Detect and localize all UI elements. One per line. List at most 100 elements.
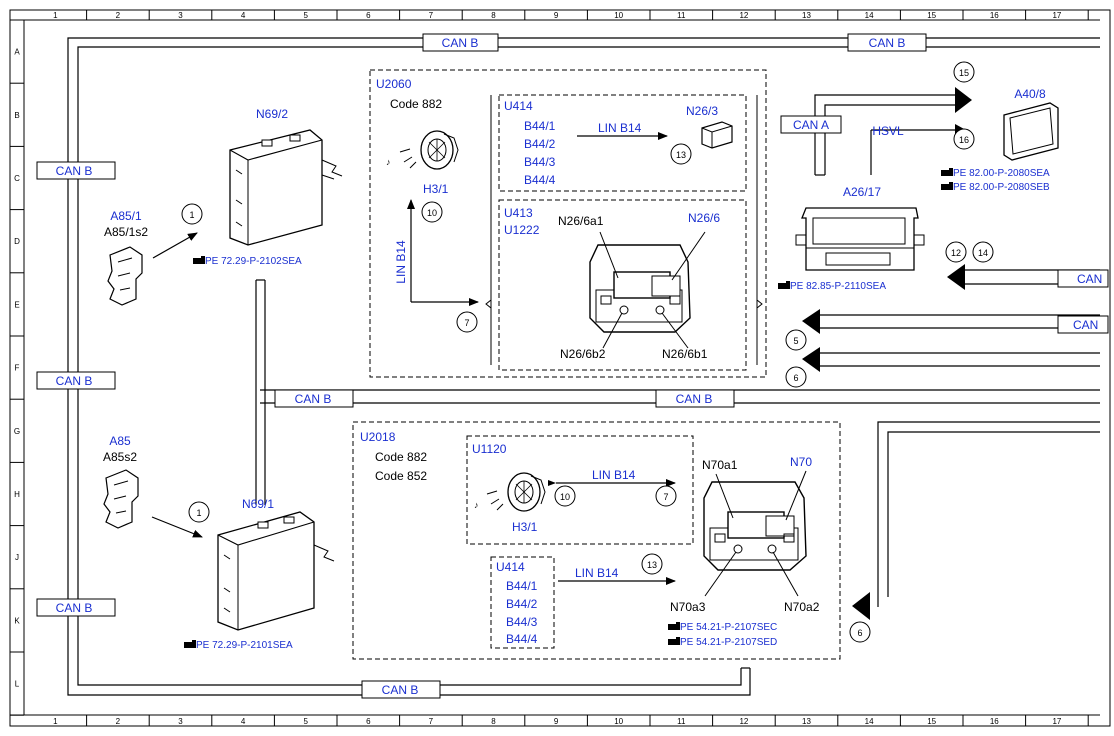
column-label: 4 <box>241 11 246 20</box>
svg-text:7: 7 <box>464 318 469 328</box>
column-label: 8 <box>491 717 496 726</box>
svg-text:N26/6b1: N26/6b1 <box>662 347 708 361</box>
svg-text:♪: ♪ <box>474 500 479 510</box>
column-label: 3 <box>178 11 183 20</box>
svg-text:B44/4: B44/4 <box>506 632 538 646</box>
column-label: 17 <box>1052 717 1061 726</box>
column-label: 5 <box>303 717 308 726</box>
ref-a40-8-a: PE 82.00-P-2080SEA <box>953 168 1050 179</box>
svg-text:N70: N70 <box>790 455 812 469</box>
n69-1-module: N69/1 PE 72.29-P-2101SEA <box>196 497 335 651</box>
row-label: J <box>15 553 19 562</box>
horn-h3-1-lower: ♪ H3/1 <box>474 472 546 534</box>
svg-text:H3/1: H3/1 <box>423 182 449 196</box>
column-label: 7 <box>429 11 434 20</box>
column-label: 11 <box>677 11 686 20</box>
svg-text:U1222: U1222 <box>504 223 540 237</box>
row-label: G <box>14 427 20 436</box>
svg-text:12: 12 <box>951 248 961 258</box>
svg-text:B44/2: B44/2 <box>506 597 538 611</box>
svg-text:LIN B14: LIN B14 <box>575 566 619 580</box>
svg-text:CAN: CAN <box>1073 318 1098 332</box>
svg-text:CAN B: CAN B <box>869 36 906 50</box>
svg-text:U2018: U2018 <box>360 430 396 444</box>
can-b-labels: CAN B CAN B CAN B CAN B CAN B CAN B CAN … <box>36 33 1109 699</box>
column-label: 5 <box>303 11 308 20</box>
svg-text:CAN A: CAN A <box>793 118 829 132</box>
column-label: 13 <box>802 11 811 20</box>
svg-text:A26/17: A26/17 <box>843 185 881 199</box>
svg-text:1: 1 <box>196 508 201 518</box>
svg-text:7: 7 <box>663 492 668 502</box>
svg-text:13: 13 <box>676 150 686 160</box>
can-b-bus-lines <box>67 37 1100 696</box>
svg-text:CAN B: CAN B <box>56 601 93 615</box>
svg-text:N26/3: N26/3 <box>686 104 718 118</box>
svg-text:A85: A85 <box>109 434 131 448</box>
ref-n69-1: PE 72.29-P-2101SEA <box>196 640 293 651</box>
column-label: 11 <box>677 717 686 726</box>
ref-n70-b: PE 54.21-P-2107SED <box>680 637 777 648</box>
svg-text:N69/1: N69/1 <box>242 497 274 511</box>
svg-text:CAN B: CAN B <box>295 392 332 406</box>
svg-text:5: 5 <box>793 336 798 346</box>
svg-text:B44/2: B44/2 <box>524 137 556 151</box>
svg-text:U1120: U1120 <box>472 442 507 456</box>
svg-text:N26/6b2: N26/6b2 <box>560 347 606 361</box>
svg-text:10: 10 <box>427 208 437 218</box>
column-label: 16 <box>990 11 999 20</box>
svg-text:13: 13 <box>647 560 657 570</box>
svg-text:Code 852: Code 852 <box>375 469 427 483</box>
column-label: 17 <box>1052 11 1061 20</box>
reference-pointer-icons <box>184 168 953 648</box>
ref-n69-2: PE 72.29-P-2102SEA <box>205 256 302 267</box>
svg-text:CAN B: CAN B <box>56 374 93 388</box>
column-label: 1 <box>53 11 58 20</box>
row-label: A <box>14 48 20 57</box>
svg-text:N70a3: N70a3 <box>670 600 706 614</box>
svg-text:16: 16 <box>959 135 969 145</box>
row-label: H <box>14 490 20 499</box>
column-label: 15 <box>927 717 936 726</box>
column-label: 9 <box>554 717 559 726</box>
svg-text:B44/4: B44/4 <box>524 173 556 187</box>
svg-text:1: 1 <box>189 210 194 220</box>
frame-border <box>9 9 1111 727</box>
row-label: K <box>14 616 20 625</box>
svg-text:N70a1: N70a1 <box>702 458 738 472</box>
svg-text:HSVL: HSVL <box>872 124 904 138</box>
svg-text:♪: ♪ <box>386 157 391 167</box>
svg-text:Code 882: Code 882 <box>375 450 427 464</box>
column-label: 12 <box>739 717 748 726</box>
n69-2-module: N69/2 PE 72.29-P-2102SEA <box>205 107 343 267</box>
svg-text:10: 10 <box>560 492 570 502</box>
svg-text:A85/1s2: A85/1s2 <box>104 225 148 239</box>
svg-text:U413: U413 <box>504 206 533 220</box>
u2018-group: U2018 Code 882 Code 852 U1120 ♪ H3/1 LIN… <box>352 421 841 660</box>
row-label: F <box>15 364 20 373</box>
column-label: 13 <box>802 717 811 726</box>
column-label: 10 <box>614 717 623 726</box>
column-label: 2 <box>116 717 121 726</box>
ref-n70-a: PE 54.21-P-2107SEC <box>680 622 777 633</box>
svg-text:U414: U414 <box>504 99 533 113</box>
svg-text:LIN B14: LIN B14 <box>598 121 642 135</box>
svg-text:B44/3: B44/3 <box>524 155 556 169</box>
svg-text:U414: U414 <box>496 560 525 574</box>
svg-text:A85s2: A85s2 <box>103 450 137 464</box>
svg-text:CAN B: CAN B <box>676 392 713 406</box>
svg-text:N26/6a1: N26/6a1 <box>558 214 604 228</box>
svg-text:LIN B14: LIN B14 <box>592 468 636 482</box>
svg-text:CAN B: CAN B <box>442 36 479 50</box>
ref-a26-17: PE 82.85-P-2110SEA <box>790 281 886 292</box>
svg-text:14: 14 <box>978 248 988 258</box>
column-label: 12 <box>739 11 748 20</box>
column-label: 7 <box>429 717 434 726</box>
row-label: B <box>14 111 19 120</box>
column-label: 8 <box>491 11 496 20</box>
column-label: 16 <box>990 717 999 726</box>
u2060-group: U2060 Code 882 ♪ H3/1 10 LIN B14 7 U414 … <box>369 69 767 378</box>
svg-text:N26/6: N26/6 <box>688 211 720 225</box>
